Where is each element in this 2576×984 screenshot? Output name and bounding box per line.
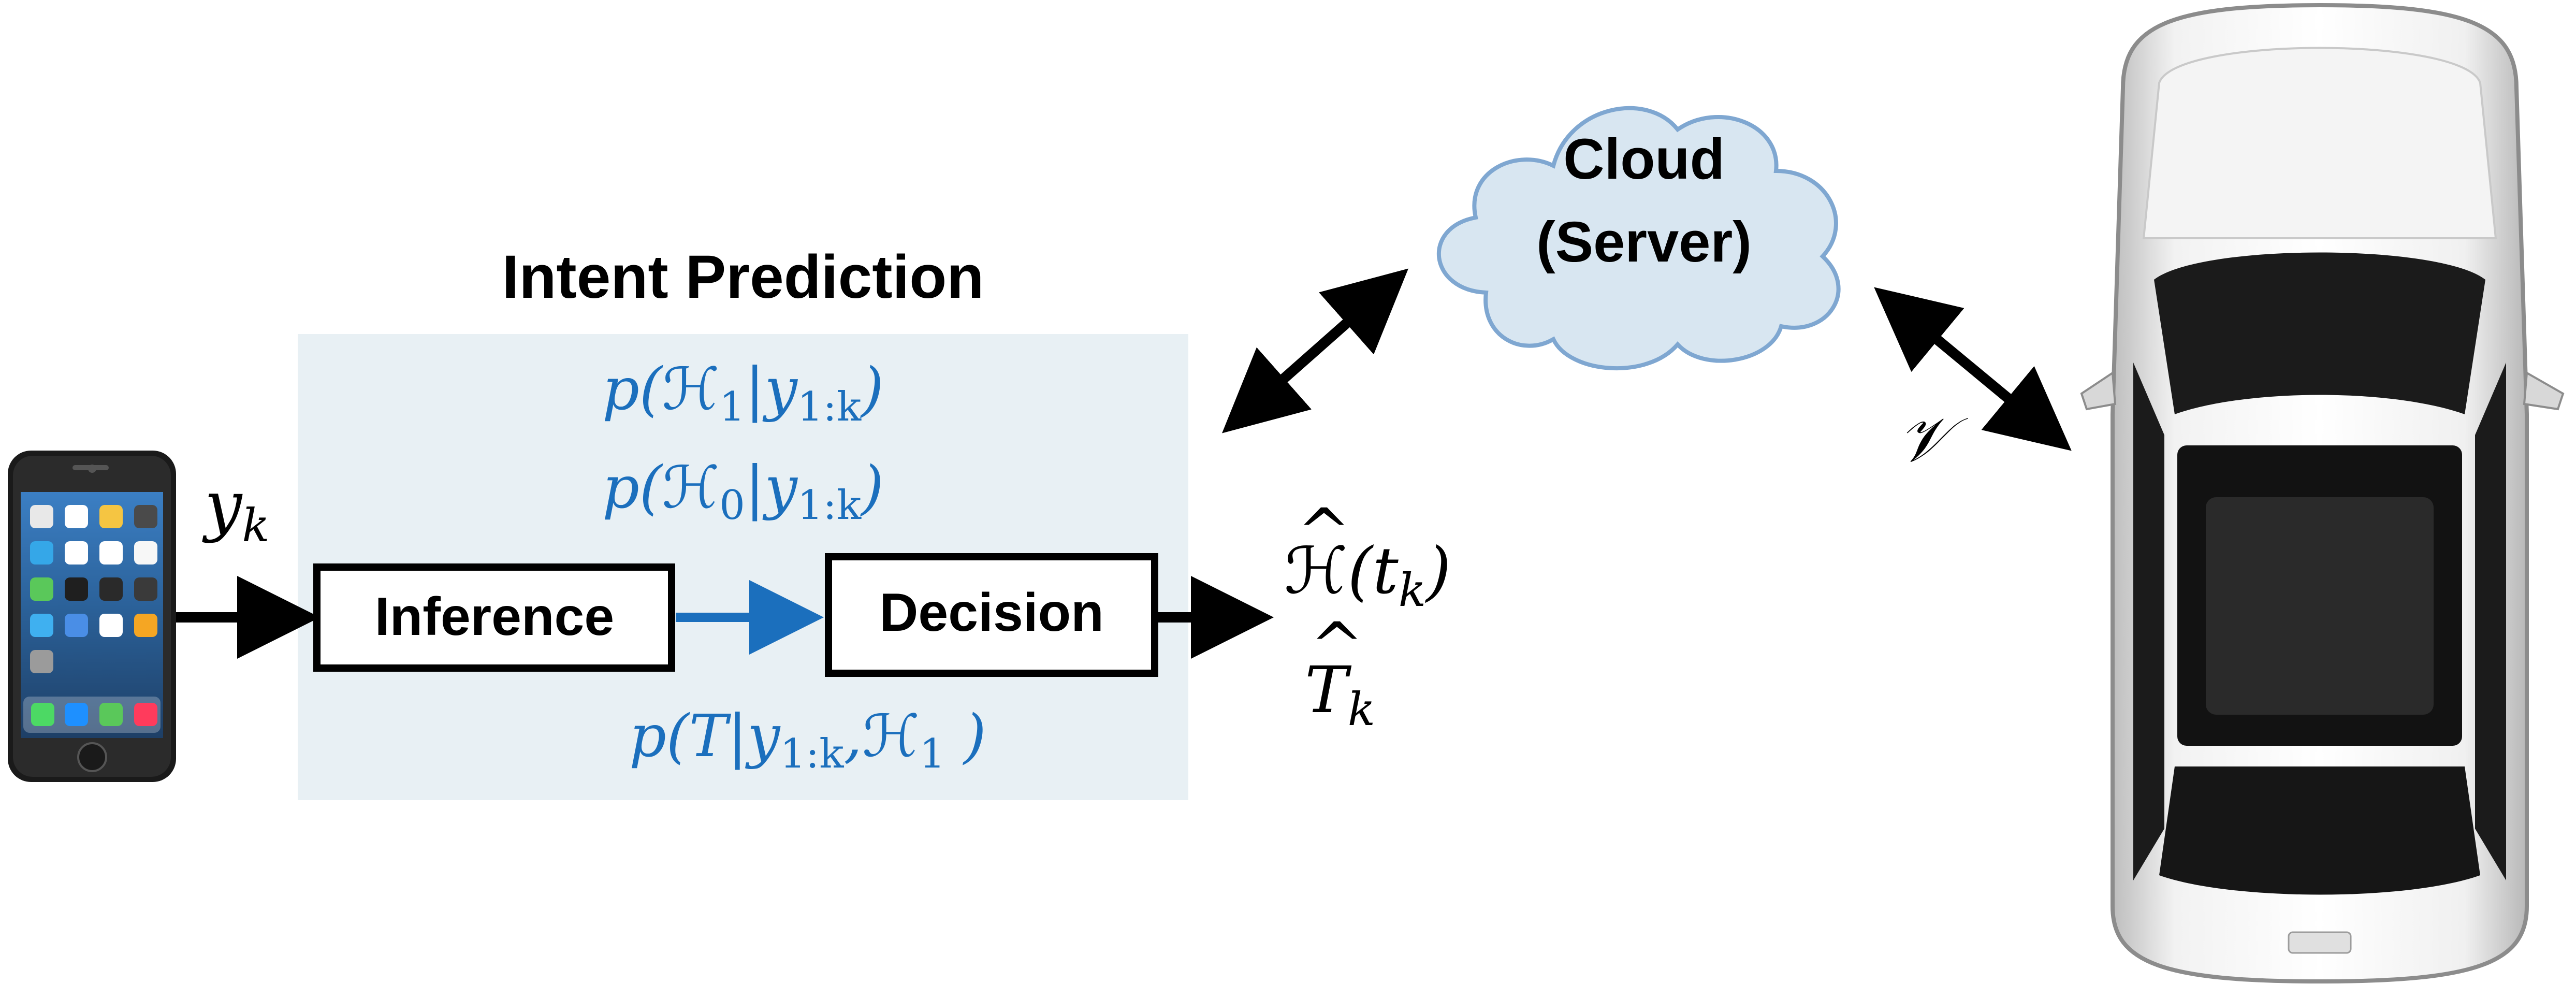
- car-left-window: [2133, 363, 2164, 880]
- car-left-mirror: [2080, 371, 2117, 411]
- cloud-label-line2: (Server): [1536, 210, 1752, 274]
- predicted-arrival-time-label: ^ Tk: [1305, 609, 1375, 736]
- predicted-intent-label: ^ ℋ(tk): [1284, 495, 1451, 617]
- smartphone-icon: [8, 451, 176, 782]
- cloud-label-line1: Cloud: [1563, 127, 1725, 191]
- svg-text:ℋ(tk): ℋ(tk): [1284, 534, 1451, 617]
- inference-block: Inference: [313, 563, 675, 672]
- svg-text:^: ^: [1297, 495, 1351, 570]
- car-right-mirror: [2523, 371, 2565, 411]
- car-right-window: [2475, 363, 2506, 880]
- cloud-icon: Cloud (Server): [1436, 106, 1841, 371]
- svg-text:^: ^: [1310, 609, 1364, 684]
- observation-label: yk: [202, 467, 270, 552]
- inference-label: Inference: [375, 587, 614, 647]
- prob-t-label: p(T|y1:k,ℋ1 ): [629, 703, 986, 777]
- decision-label: Decision: [879, 583, 1103, 643]
- decision-block: Decision: [825, 553, 1158, 677]
- car-rear-window: [2159, 766, 2480, 895]
- car-windshield: [2154, 252, 2485, 414]
- phone-app-grid: [23, 505, 161, 733]
- cloud-vehicle-link-arrow: [1874, 287, 2072, 451]
- car-top-view-icon: [2080, 3, 2565, 984]
- vehicle-link-label: 𝒱: [1898, 404, 1968, 476]
- svg-text:Tk: Tk: [1305, 653, 1375, 736]
- diagram-title: Intent Prediction: [502, 243, 984, 311]
- phone-home-button: [77, 742, 107, 772]
- car-hood: [2142, 47, 2497, 239]
- prob-h1-label: p(ℋ1|y1:k): [602, 356, 884, 430]
- prob-h0-label: p(ℋ0|y1:k): [602, 454, 884, 529]
- panel-cloud-link-arrow: [1222, 268, 1408, 433]
